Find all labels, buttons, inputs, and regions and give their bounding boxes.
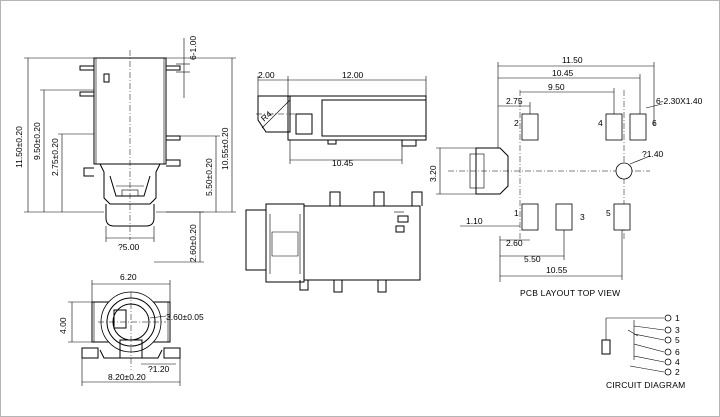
pcb-layout	[436, 62, 663, 282]
front-view	[68, 280, 181, 386]
dim-side-radius: R4.	[259, 107, 276, 123]
dim-260: 2.60±0.20	[188, 224, 198, 262]
pcb-pad-5	[613, 203, 631, 231]
circuit-pin-6: 6	[675, 347, 680, 357]
pcb-pin-label-3: 3	[580, 212, 585, 222]
circuit-pin-3: 3	[675, 325, 680, 335]
pcb-pin-label-5: 5	[606, 208, 611, 218]
pcb-dim-1150: 11.50	[562, 55, 583, 65]
circuit-caption: CIRCUIT DIAGRAM	[606, 380, 685, 390]
pcb-pad-1	[521, 203, 539, 231]
dim-side-320: 3.20	[428, 165, 438, 182]
dim-side-1045: 10.45	[332, 158, 354, 168]
pcb-caption: PCB LAYOUT TOP VIEW	[520, 288, 620, 298]
circuit-pin-2: 2	[675, 367, 680, 377]
pcb-pad-4	[605, 113, 623, 141]
pcb-hole-dia: ?1.40	[642, 149, 664, 159]
dim-side-200: 2.00	[258, 70, 275, 80]
dim-front-400: 4.00	[58, 317, 68, 334]
dim-dia-500: ?5.00	[118, 242, 140, 252]
pcb-pin-label-4: 4	[598, 118, 603, 128]
circuit-diagram	[601, 314, 672, 376]
front-side-view	[245, 191, 423, 293]
pcb-dim-1045: 10.45	[552, 68, 574, 78]
pcb-dim-550: 5.50	[524, 254, 541, 264]
front-side-body	[303, 205, 421, 281]
circuit-pin-1: 1	[675, 313, 680, 323]
dim-950: 9.50±0.20	[32, 122, 42, 160]
pcb-pin-label-2: 2	[514, 118, 519, 128]
dim-side-1200: 12.00	[342, 70, 364, 80]
pcb-dim-110: 1.10	[466, 216, 483, 226]
dim-550: 5.50±0.20	[204, 158, 214, 196]
circuit-pin-5: 5	[675, 335, 680, 345]
dim-top-pin: 6-1.00	[188, 36, 198, 60]
dim-front-820: 8.20±0.20	[108, 372, 146, 382]
side-view	[256, 76, 427, 164]
pcb-dim-1055: 10.55	[546, 265, 568, 275]
dim-1055: 10.55±0.20	[220, 127, 230, 170]
pcb-pin-label-6: 6	[652, 118, 657, 128]
pcb-hole-spec: 6-2.30X1.40	[656, 96, 703, 106]
dim-front-360: 3.60±0.05	[166, 312, 204, 322]
pcb-dim-950: 9.50	[548, 82, 565, 92]
side-view-body	[287, 95, 427, 141]
pcb-pad-2	[521, 113, 539, 141]
dim-overall-height: 11.50±0.20	[14, 126, 24, 168]
dim-275: 2.75±0.20	[50, 138, 60, 176]
top-view	[24, 38, 236, 263]
pcb-dim-275: 2.75	[506, 96, 523, 106]
pcb-pin-label-1: 1	[514, 208, 519, 218]
dim-front-620: 6.20	[120, 272, 137, 282]
dim-front-120: ?1.20	[148, 364, 170, 374]
circuit-pin-4: 4	[675, 357, 680, 367]
pcb-hole	[615, 162, 633, 180]
pcb-pad-6	[629, 113, 647, 141]
pcb-dim-260: 2.60	[506, 238, 523, 248]
circuit-terminals	[664, 314, 672, 376]
pcb-pad-3	[555, 203, 573, 231]
